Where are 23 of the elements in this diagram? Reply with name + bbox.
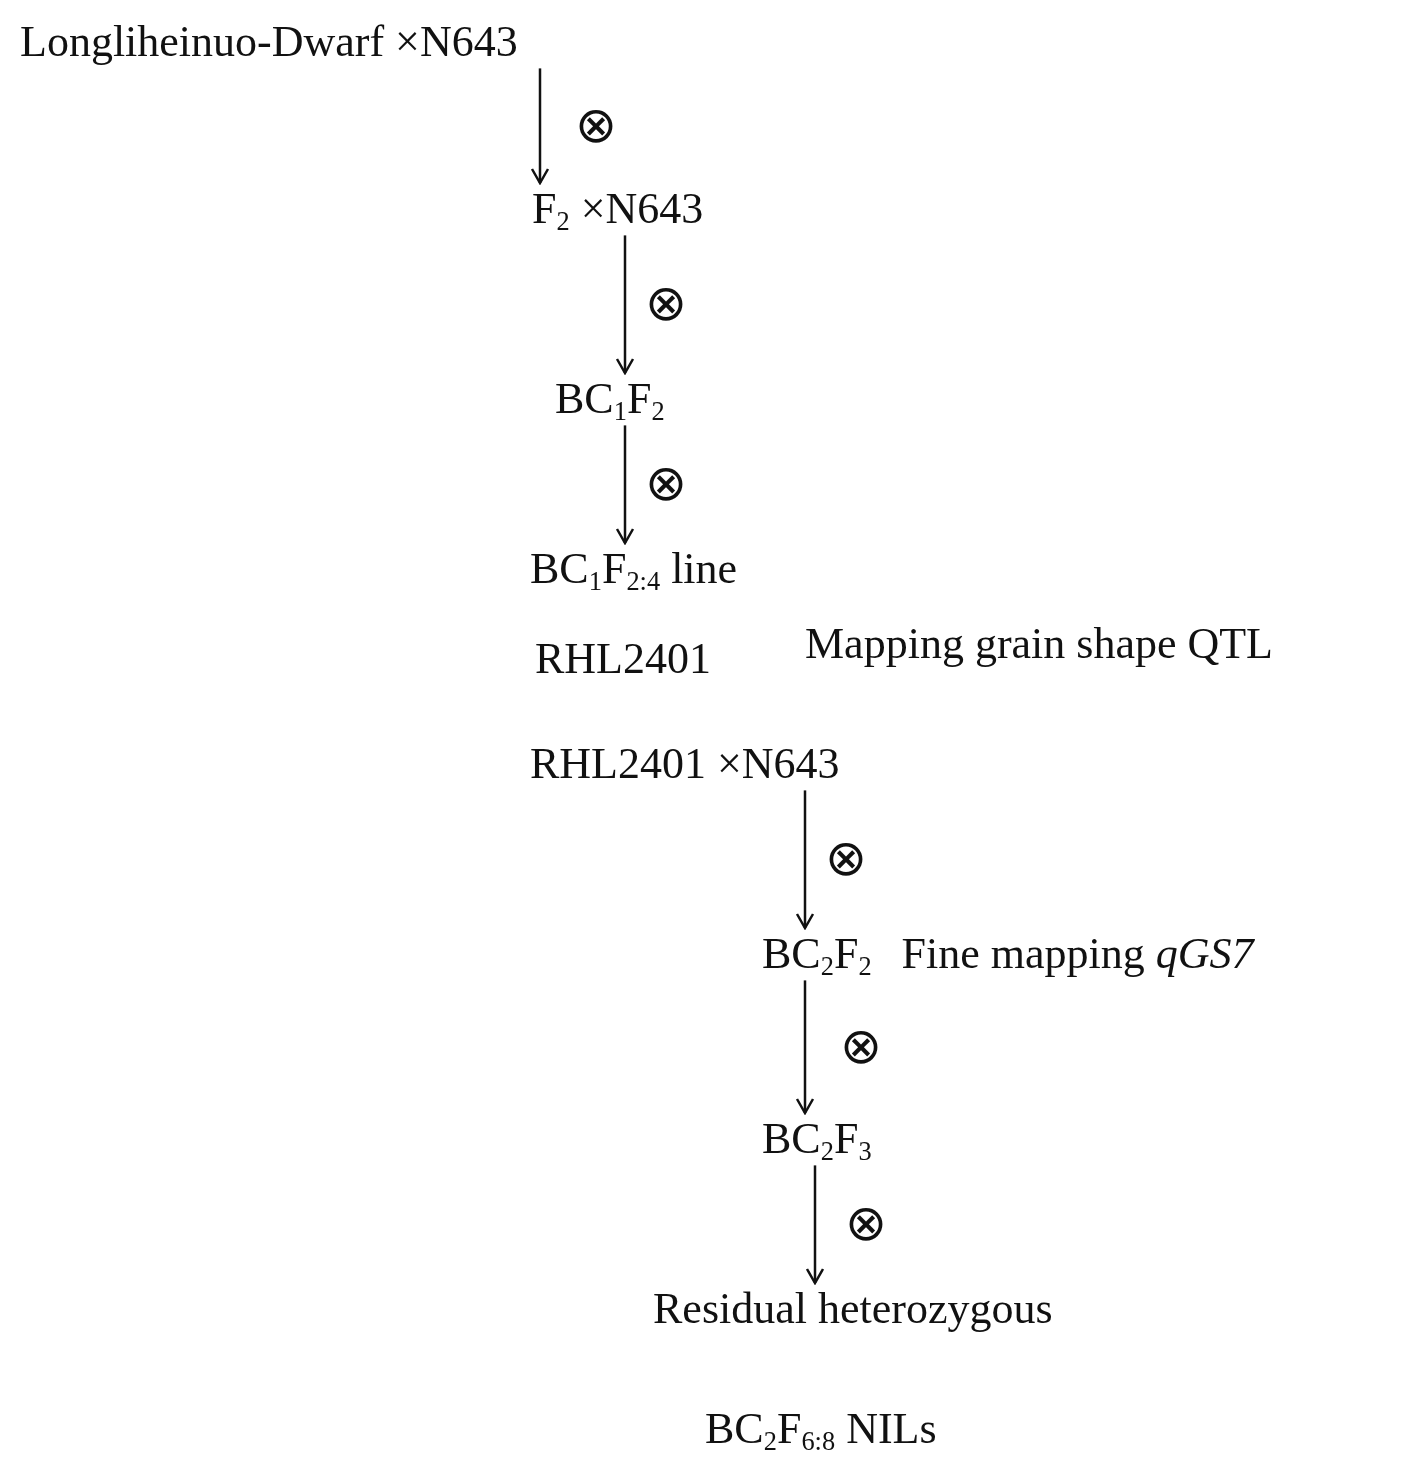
generation-label: Longliheinuo-Dwarf ×N643 (20, 18, 518, 67)
generation-label: BC$_{1}$F$_{2:4}$ line (530, 545, 738, 594)
arrow (795, 980, 815, 1115)
arrow (530, 68, 550, 185)
arrow (615, 425, 635, 545)
generation-label: BC$_{2}$F$_{3}$ (762, 1115, 872, 1164)
edge-label: ⊗ (645, 458, 687, 509)
arrow (805, 1165, 825, 1285)
edge-label: ⊗ (825, 833, 867, 884)
edge-label: ⊗ (845, 1198, 887, 1249)
generation-label: BC$_{1}$F$_{2}$ (555, 375, 665, 424)
annotation-text: Mapping grain shape QTL (805, 620, 1273, 669)
line-name: BC$_{2}$F$_{6:8}$ NILs (705, 1405, 937, 1454)
edge-label: ⊗ (840, 1020, 882, 1071)
annotation-text: Fine mapping qGS7 (901, 930, 1254, 979)
arrow (615, 235, 635, 375)
edge-label: ⊗ (645, 278, 687, 329)
line-name: RHL2401 (535, 635, 711, 684)
generation-label: F$_{2}$ ×N643 (532, 185, 704, 234)
arrow (795, 790, 815, 930)
generation-label: Residual heterozygous (653, 1285, 1053, 1334)
edge-label: ⊗ (575, 99, 617, 150)
generation-label: RHL2401 ×N643 (530, 740, 840, 789)
